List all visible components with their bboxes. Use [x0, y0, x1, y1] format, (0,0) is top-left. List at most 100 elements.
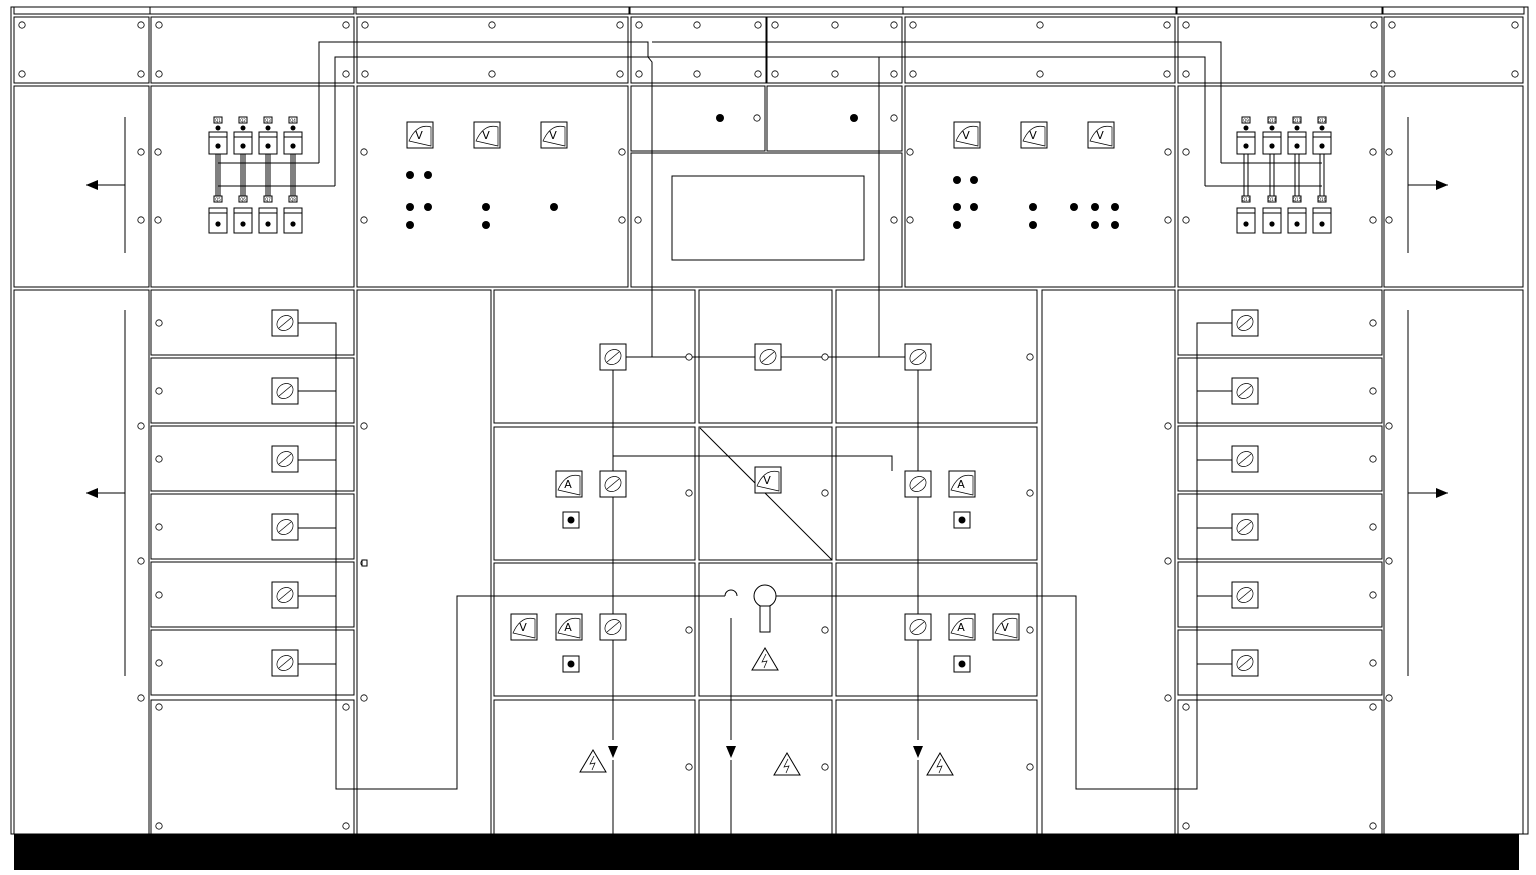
switch-pointer [278, 453, 292, 465]
screw-hole [361, 21, 369, 29]
meter-letter: A [957, 478, 965, 491]
screw-hole [360, 422, 368, 430]
voltmeter-icon: V [953, 121, 981, 149]
breaker-lamp [1269, 125, 1275, 131]
breaker-lamp [215, 125, 221, 131]
screw-hole [155, 703, 163, 711]
feeder-drawer-left [150, 425, 355, 492]
screw-hole [342, 703, 350, 711]
top-cap [902, 6, 1177, 15]
switch-knob [1236, 587, 1254, 603]
meter-letter: V [1001, 621, 1009, 634]
screw-hole [1369, 216, 1377, 224]
breaker-handle-knob [1269, 143, 1275, 149]
screw-hole [155, 822, 163, 830]
screw-hole [754, 70, 762, 78]
screw-hole [831, 21, 839, 29]
voltmeter-icon: V [754, 466, 782, 494]
screw-hole [1511, 21, 1519, 29]
screw-hole [1036, 21, 1044, 29]
left-bottom-door [150, 699, 355, 835]
indicator-lamp [482, 203, 490, 211]
breaker-handle-knob [215, 143, 221, 149]
breaker-code: Q9 [1243, 118, 1249, 123]
screw-hole [616, 70, 624, 78]
screw-hole [155, 387, 163, 395]
indicator-lamp [970, 203, 978, 211]
ammeter-icon: A [555, 470, 583, 498]
indicator-lamp [550, 203, 558, 211]
screw-hole [1163, 70, 1171, 78]
breaker-code: Q15 [1293, 197, 1302, 202]
breaker-code: Q12 [1318, 118, 1327, 123]
rotary-switch-icon [271, 649, 299, 677]
switch-pointer [1238, 385, 1252, 397]
indicator-lamp [953, 203, 961, 211]
screw-hole [1182, 703, 1190, 711]
switch-knob [1236, 451, 1254, 467]
screw-hole [18, 21, 26, 29]
screw-hole [137, 216, 145, 224]
screw-hole [137, 70, 145, 78]
rotary-switch-icon [1231, 581, 1259, 609]
voltmeter-icon: V [540, 121, 568, 149]
switch-knob [1236, 383, 1254, 399]
screw-hole [342, 822, 350, 830]
screw-hole [1369, 387, 1377, 395]
screw-hole [1385, 422, 1393, 430]
switch-knob [759, 349, 777, 365]
screw-hole [634, 216, 642, 224]
screw-hole [1370, 70, 1378, 78]
right-bottom-door [1177, 699, 1383, 835]
screw-hole [1369, 455, 1377, 463]
screw-hole [1369, 148, 1377, 156]
screw-hole [906, 216, 914, 224]
breaker-code-tag [213, 195, 223, 203]
breaker-lamp [290, 125, 296, 131]
meter-scale [950, 474, 974, 496]
screw-hole [137, 557, 145, 565]
screw-hole [635, 21, 643, 29]
switch-knob [276, 655, 294, 671]
breaker-code-tag [288, 195, 298, 203]
screw-hole [909, 70, 917, 78]
breaker-handle-knob [290, 221, 296, 227]
arrow-down-icon [913, 746, 923, 758]
screw-hole [1164, 694, 1172, 702]
breaker-label-strip [1262, 131, 1282, 138]
screw-hole [155, 455, 163, 463]
left-tall-door [13, 289, 150, 835]
feeder-drawer-left [150, 561, 355, 628]
screw-hole [1026, 626, 1034, 634]
screw-hole [1182, 216, 1190, 224]
breaker-lamp [240, 125, 246, 131]
screw-hole [1182, 21, 1190, 29]
switch-pointer [1238, 317, 1252, 329]
breaker-code-tag [1292, 116, 1302, 124]
meter-scale [475, 125, 499, 147]
meter-letter: A [564, 621, 572, 634]
screw-hole [1163, 21, 1171, 29]
screw-hole [1388, 21, 1396, 29]
feeder-drawer-right [1177, 561, 1383, 628]
breaker-label-strip [233, 131, 253, 138]
meter-scale [557, 617, 581, 639]
breaker-label-strip [283, 131, 303, 138]
switch-pointer [278, 317, 292, 329]
meter-letter: V [549, 129, 557, 142]
screw-hole [890, 216, 898, 224]
indicator-lamp [1029, 203, 1037, 211]
screw-hole [771, 70, 779, 78]
screw-hole [1369, 319, 1377, 327]
push-button [562, 655, 580, 673]
rotary-switch-icon [599, 343, 627, 371]
breaker-handle-knob [290, 143, 296, 149]
arrow-down-icon [726, 746, 736, 758]
top-cover-door [1383, 16, 1524, 84]
breaker-label-strip [1236, 131, 1256, 138]
screw-hole [155, 319, 163, 327]
rotary-switch-icon [599, 613, 627, 641]
right-incomer-door [1383, 85, 1524, 288]
rotary-switch-icon [271, 309, 299, 337]
